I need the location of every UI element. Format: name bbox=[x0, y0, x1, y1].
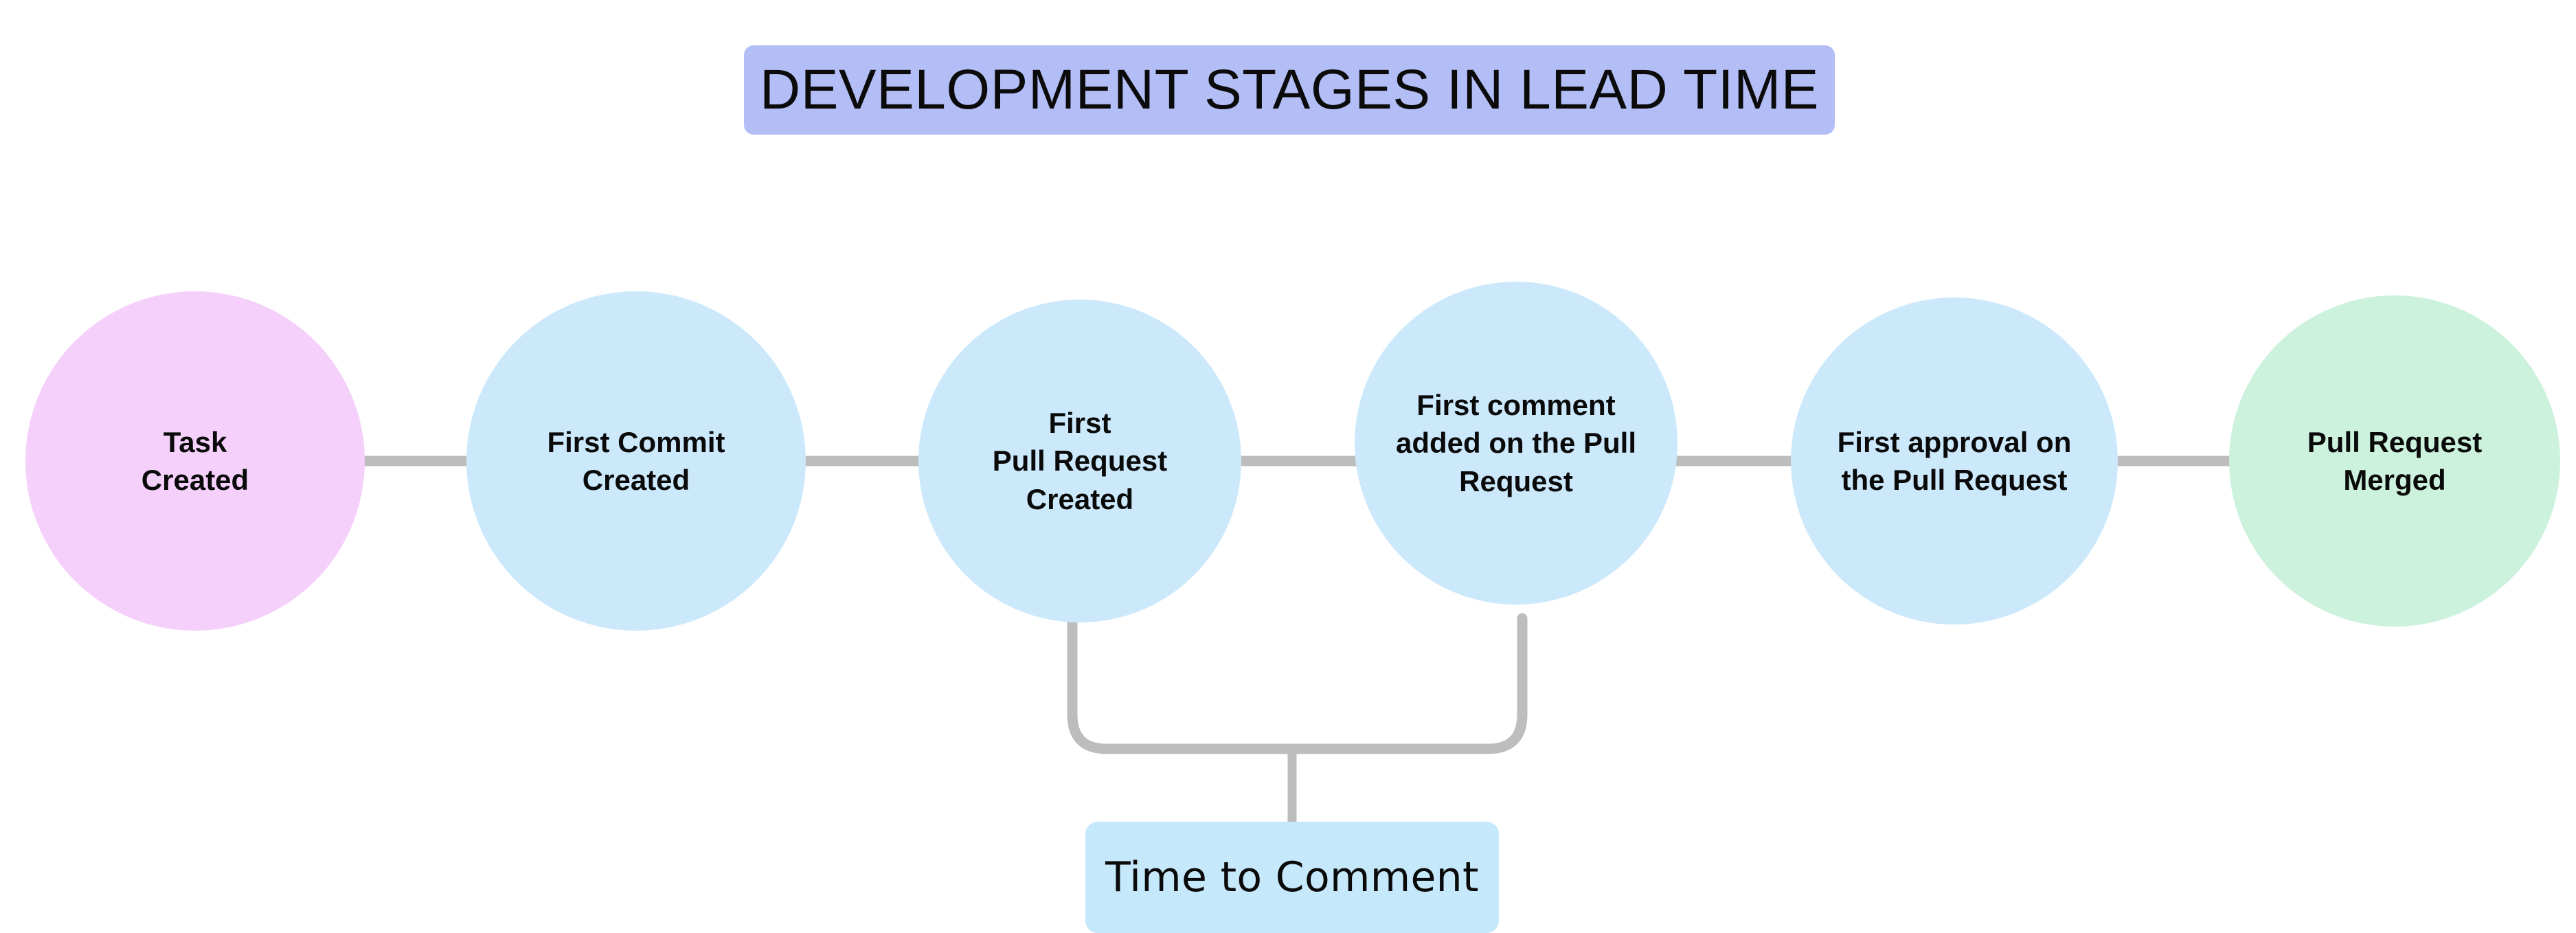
stage-node-label: First Commit Created bbox=[547, 425, 725, 496]
stage-node-label: First approval on the Pull Request bbox=[1837, 425, 2072, 496]
stage-node-first-commit-created[interactable]: First Commit Created bbox=[466, 291, 806, 631]
stage-node-pull-request-merged[interactable]: Pull Request Merged bbox=[2229, 295, 2560, 627]
stage-node-task-created[interactable]: Task Created bbox=[25, 291, 365, 631]
stage-node-label: Task Created bbox=[141, 425, 249, 496]
stage-node-label: First Pull Request Created bbox=[992, 406, 1168, 515]
stage-node-label: First comment added on the Pull Request bbox=[1395, 388, 1636, 497]
bracket-time-to-comment bbox=[1067, 613, 1528, 754]
stage-node-first-approval[interactable]: First approval on the Pull Request bbox=[1791, 297, 2118, 625]
stage-node-first-comment-added[interactable]: First comment added on the Pull Request bbox=[1355, 282, 1677, 605]
diagram-title-box: DEVELOPMENT STAGES IN LEAD TIME bbox=[744, 45, 1835, 135]
stage-node-first-pull-request-created[interactable]: First Pull Request Created bbox=[918, 300, 1241, 622]
page-title: DEVELOPMENT STAGES IN LEAD TIME bbox=[760, 58, 1819, 121]
stage-node-label: Pull Request Merged bbox=[2307, 425, 2483, 496]
branch-label-text: Time to Comment bbox=[1105, 853, 1479, 901]
branch-label-time-to-comment[interactable]: Time to Comment bbox=[1085, 822, 1499, 933]
